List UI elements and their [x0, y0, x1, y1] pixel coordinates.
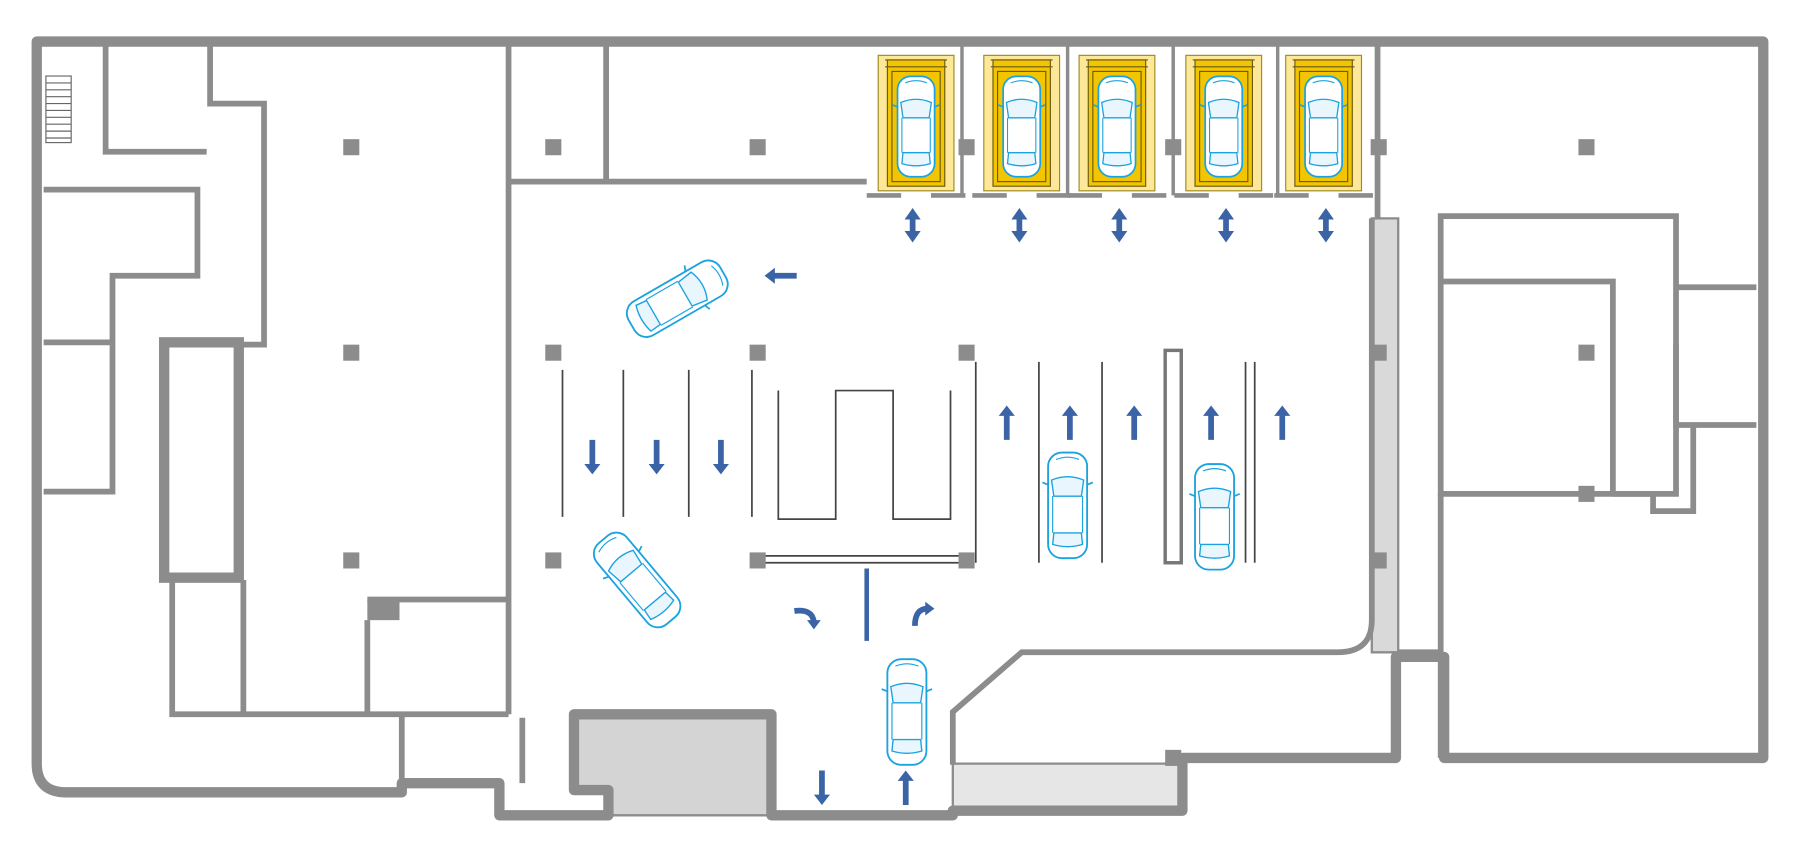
car-icon: [891, 75, 941, 178]
entry-ramp-right: [951, 762, 1182, 811]
turn-arrow-head: [807, 620, 821, 630]
stair-block: [367, 599, 400, 621]
car-icon: [1188, 463, 1241, 571]
column: [545, 139, 562, 156]
divider-column: [1163, 348, 1183, 565]
double-arrow-icon: [1317, 208, 1334, 243]
column: [343, 139, 360, 156]
side-lane: [1370, 217, 1400, 654]
column: [958, 344, 975, 361]
column: [545, 344, 562, 361]
arrow-icon: [1274, 405, 1291, 440]
column: [1578, 485, 1595, 502]
arrow-icon: [1061, 405, 1078, 440]
double-arrow-icon: [1111, 208, 1128, 243]
column: [749, 344, 766, 361]
arrow-icon: [998, 405, 1015, 440]
double-arrow-icon: [1011, 208, 1028, 243]
arrow-icon: [1126, 405, 1143, 440]
arrow-icon: [813, 770, 830, 805]
outer-wall: [31, 36, 1769, 821]
cars: [592, 75, 1348, 766]
column: [1370, 552, 1387, 569]
structural-core: [158, 337, 244, 583]
arrow-icon: [897, 770, 914, 805]
column: [749, 552, 766, 569]
car-icon: [1199, 75, 1249, 178]
column: [1370, 344, 1387, 361]
column: [343, 344, 360, 361]
car-icon: [1042, 451, 1094, 560]
arrow-icon: [648, 439, 665, 475]
column: [1578, 344, 1595, 361]
double-arrow-icon: [1217, 208, 1235, 243]
column: [545, 552, 562, 569]
car-icon: [1092, 75, 1142, 178]
arrow-icon: [764, 267, 797, 284]
stairs-icon: [45, 75, 72, 144]
car-icon: [997, 75, 1046, 178]
car-icon: [1299, 75, 1348, 178]
car-icon: [625, 259, 729, 338]
floor-structure: [31, 36, 1769, 821]
turn-arrow-head: [925, 601, 935, 616]
column: [1578, 139, 1595, 156]
car-icon: [592, 531, 682, 629]
car-icon: [881, 658, 933, 766]
stall-lines: [561, 361, 1256, 564]
column: [958, 552, 975, 569]
traffic-arrows: [584, 208, 1334, 805]
column: [749, 139, 766, 156]
columns: [343, 139, 1595, 766]
arrow-icon: [584, 439, 601, 475]
double-arrow-icon: [904, 208, 921, 243]
column: [1165, 749, 1182, 766]
column: [343, 552, 360, 569]
arrow-icon: [1203, 405, 1220, 440]
arrow-icon: [712, 439, 729, 475]
